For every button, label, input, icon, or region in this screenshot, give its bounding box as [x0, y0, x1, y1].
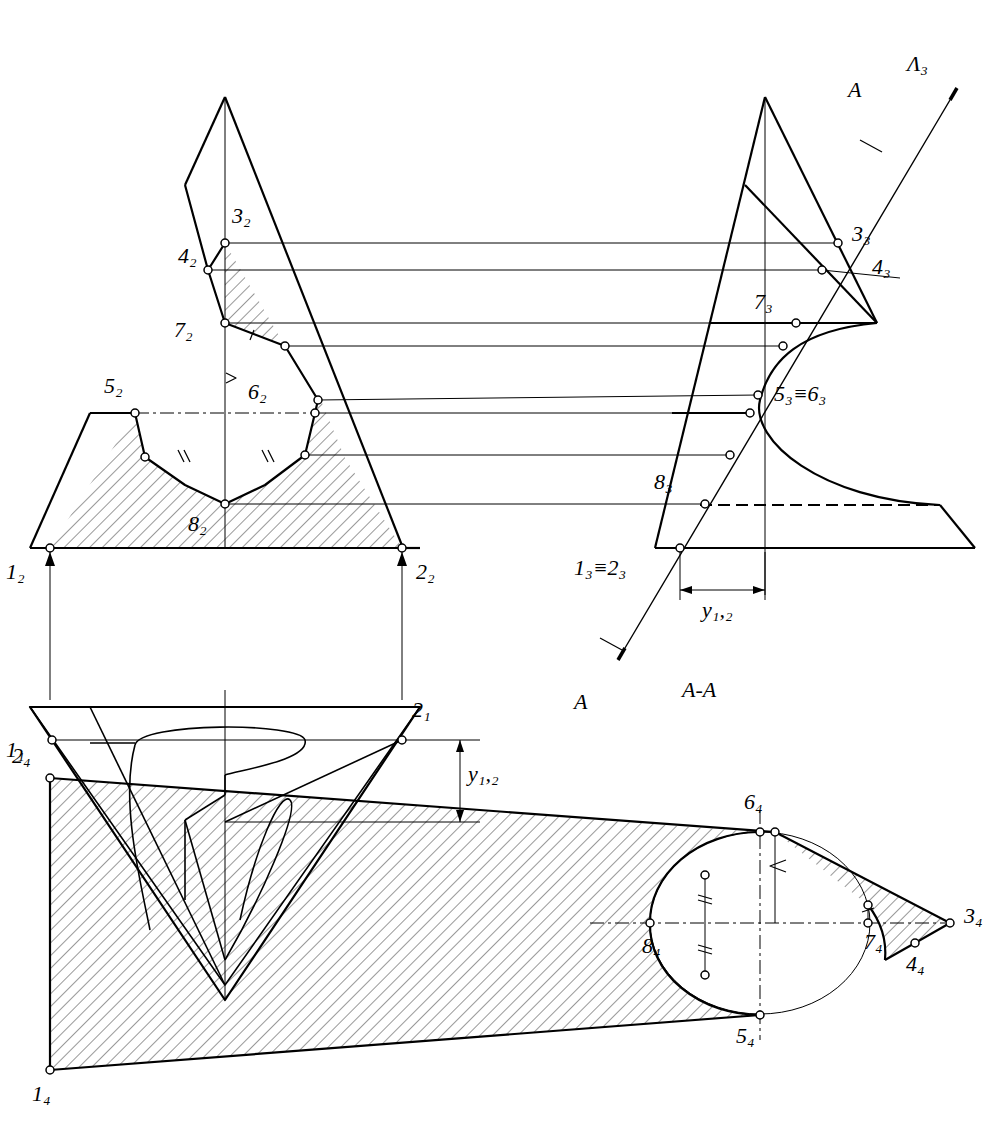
point-label: 4₂ — [176, 244, 199, 268]
point-label: 3₄ — [962, 904, 985, 928]
point-label: A-A — [680, 678, 718, 702]
point-label: 5₂ — [102, 374, 125, 398]
point-label: 7₄ — [862, 930, 885, 954]
point-label: 6₄ — [742, 790, 765, 814]
point-label: A — [846, 78, 863, 102]
point-label: 1₄ — [30, 1082, 53, 1106]
point-label: 1₂ — [4, 560, 27, 584]
point-label: 4₄ — [904, 952, 927, 976]
point-label: 8₄ — [640, 934, 663, 958]
point-label: 3₂ — [230, 204, 253, 228]
point-label: 7₂ — [172, 318, 195, 342]
point-label: 7₃ — [752, 290, 775, 314]
point-label: A — [572, 690, 589, 714]
point-label: 5₃≡6₃ — [772, 382, 828, 406]
point-label: 2₁ — [410, 698, 433, 722]
point-label: y₁,₂ — [700, 598, 735, 622]
point-label: 5₄ — [734, 1024, 757, 1048]
point-label: Λ₃ — [905, 52, 930, 76]
point-label: 1₃≡2₃ — [572, 556, 628, 580]
point-label: 3₃ — [850, 222, 873, 246]
point-label: 8₂ — [186, 512, 209, 536]
point-label: 2₂ — [414, 560, 437, 584]
point-label: 2₄ — [10, 744, 33, 768]
point-label: y₁,₂ — [466, 762, 501, 786]
point-label: 8₃ — [652, 470, 675, 494]
point-label: 6₂ — [246, 380, 269, 404]
point-label: 4₃ — [870, 255, 893, 279]
